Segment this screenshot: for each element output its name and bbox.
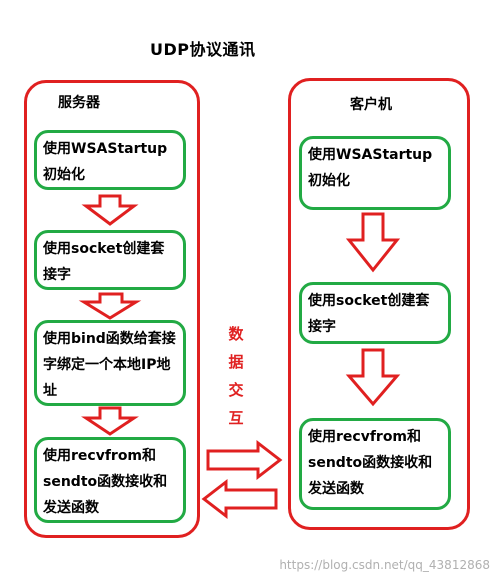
client-step-recvfrom-sendto: 使用recvfrom和sendto函数接收和发送函数 <box>299 418 451 510</box>
data-exchange-label: 数 据 交 互 <box>226 320 246 432</box>
server-down-arrow-3 <box>81 406 139 436</box>
server-step-socket: 使用socket创建套接字 <box>34 230 186 290</box>
server-step-recvfrom-sendto: 使用recvfrom和sendto函数接收和发送函数 <box>34 437 186 523</box>
data-exchange-char: 数 <box>228 325 244 343</box>
client-step-socket: 使用socket创建套接字 <box>299 282 451 344</box>
exchange-left-arrow <box>201 478 278 520</box>
server-step-bind: 使用bind函数给套接字绑定一个本地IP地址 <box>34 320 186 406</box>
server-step-init-text: 使用WSAStartup初始化 <box>43 141 168 183</box>
client-down-arrow-2 <box>345 348 401 407</box>
server-down-arrow-2 <box>78 292 142 320</box>
client-panel-label: 客户机 <box>350 97 392 113</box>
server-panel <box>24 80 200 538</box>
server-step-bind-text: 使用bind函数给套接字绑定一个本地IP地址 <box>43 331 176 399</box>
client-down-arrow-1 <box>345 212 401 273</box>
client-step-socket-text: 使用socket创建套接字 <box>308 293 430 335</box>
diagram-title: UDP协议通讯 <box>150 40 256 59</box>
exchange-right-arrow <box>206 439 283 481</box>
client-step-recvfrom-sendto-text: 使用recvfrom和sendto函数接收和发送函数 <box>308 429 433 497</box>
server-step-init: 使用WSAStartup初始化 <box>34 130 186 190</box>
client-panel <box>288 78 470 530</box>
client-step-init: 使用WSAStartup初始化 <box>299 136 451 210</box>
server-panel-label: 服务器 <box>58 95 100 111</box>
client-step-init-text: 使用WSAStartup初始化 <box>308 147 433 189</box>
server-step-socket-text: 使用socket创建套接字 <box>43 241 165 283</box>
server-down-arrow-1 <box>81 194 139 226</box>
data-exchange-char: 互 <box>228 409 244 427</box>
server-step-recvfrom-sendto-text: 使用recvfrom和sendto函数接收和发送函数 <box>43 448 168 516</box>
watermark: https://blog.csdn.net/qq_43812868 <box>279 558 490 572</box>
data-exchange-char: 据 <box>228 353 244 371</box>
data-exchange-char: 交 <box>228 381 244 399</box>
